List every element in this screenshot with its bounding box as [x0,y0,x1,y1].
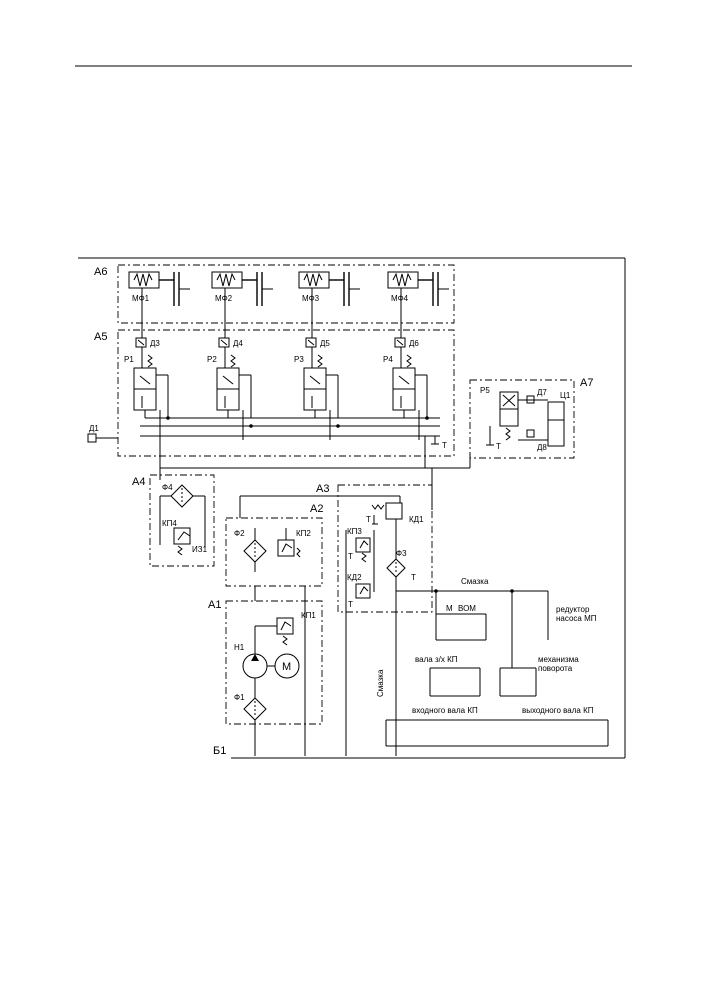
svg-text:А4: А4 [132,476,145,488]
svg-text:Смазка: Смазка [461,577,489,586]
svg-text:КП2: КП2 [296,529,311,538]
svg-text:Д6: Д6 [409,339,419,348]
svg-text:Д3: Д3 [150,339,160,348]
svg-text:Т: Т [496,442,501,451]
svg-text:вала з/х КП: вала з/х КП [415,655,458,664]
svg-text:КП1: КП1 [301,611,316,620]
svg-text:Ф1: Ф1 [234,693,245,702]
distributor-p4: Д6 Р4 [383,337,428,440]
svg-text:Д4: Д4 [233,339,243,348]
svg-text:Б1: Б1 [213,745,226,757]
svg-text:Р4: Р4 [383,355,393,364]
svg-text:МФ4: МФ4 [391,294,409,303]
block-a5: А5 [94,329,455,457]
distributor-p2: Д4 Р2 [207,337,252,440]
svg-text:МФ3: МФ3 [302,294,320,303]
svg-text:Т: Т [442,441,447,450]
svg-text:Т: Т [348,600,353,609]
svg-text:КД1: КД1 [409,515,424,524]
sensor-d1: Д1 [87,424,118,443]
clutch-mf2: МФ2 [211,271,273,306]
svg-text:Т: Т [348,552,353,561]
svg-text:Ц1: Ц1 [560,391,571,400]
svg-text:Смазка: Смазка [376,669,385,697]
svg-text:выходного вала КП: выходного вала КП [522,706,594,715]
svg-text:Р3: Р3 [294,355,304,364]
clutch-mf3: МФ3 [298,271,360,306]
svg-text:Р2: Р2 [207,355,217,364]
block-a7: А7 Р5 Д7 Д8 Ц1 Т [469,377,593,459]
block-a3: А3 КД1 Т КП3 Т Ф3 Т КД2 Т [316,468,433,756]
svg-text:МФ1: МФ1 [132,294,150,303]
svg-text:А5: А5 [94,331,107,343]
svg-text:Ф4: Ф4 [162,483,173,492]
block-a6: А6 [94,264,455,324]
svg-text:Н1: Н1 [234,643,245,652]
svg-text:ИЗ1: ИЗ1 [192,545,208,554]
svg-text:КД2: КД2 [347,573,362,582]
svg-text:Р1: Р1 [124,355,134,364]
svg-text:МФ2: МФ2 [215,294,233,303]
svg-text:Д8: Д8 [537,443,547,452]
svg-text:Р5: Р5 [480,386,490,395]
svg-text:А7: А7 [580,377,593,389]
svg-text:А1: А1 [208,599,221,611]
distributor-p3: Д5 Р3 [294,337,339,440]
block-a2: А2 Ф2 КП2 [225,503,323,587]
block-a4: А4 Ф4 КП4 ИЗ1 [132,474,215,567]
clutch-mf4: МФ4 [387,271,449,306]
distributor-p1: Д3 Р1 [124,337,169,440]
svg-text:Ф3: Ф3 [396,549,407,558]
svg-text:Ф2: Ф2 [234,529,245,538]
svg-text:Д5: Д5 [320,339,330,348]
svg-text:А3: А3 [316,483,329,495]
svg-text:Т: Т [366,515,371,524]
svg-text:А2: А2 [310,503,323,515]
svg-text:М: М [446,604,453,613]
svg-text:Д1: Д1 [89,424,99,433]
svg-text:ВОМ: ВОМ [458,604,476,613]
tank-b1: Б1 [213,745,625,759]
svg-text:Д7: Д7 [537,388,547,397]
svg-text:КП4: КП4 [162,519,177,528]
clutch-mf1: МФ1 [128,271,190,306]
block-a1: А1 КП1 Н1 М Ф1 [208,599,323,756]
svg-text:Т: Т [411,573,416,582]
svg-text:А6: А6 [94,266,107,278]
svg-text:М: М [282,661,291,673]
svg-text:КП3: КП3 [347,527,362,536]
svg-text:входного вала КП: входного вала КП [412,706,478,715]
